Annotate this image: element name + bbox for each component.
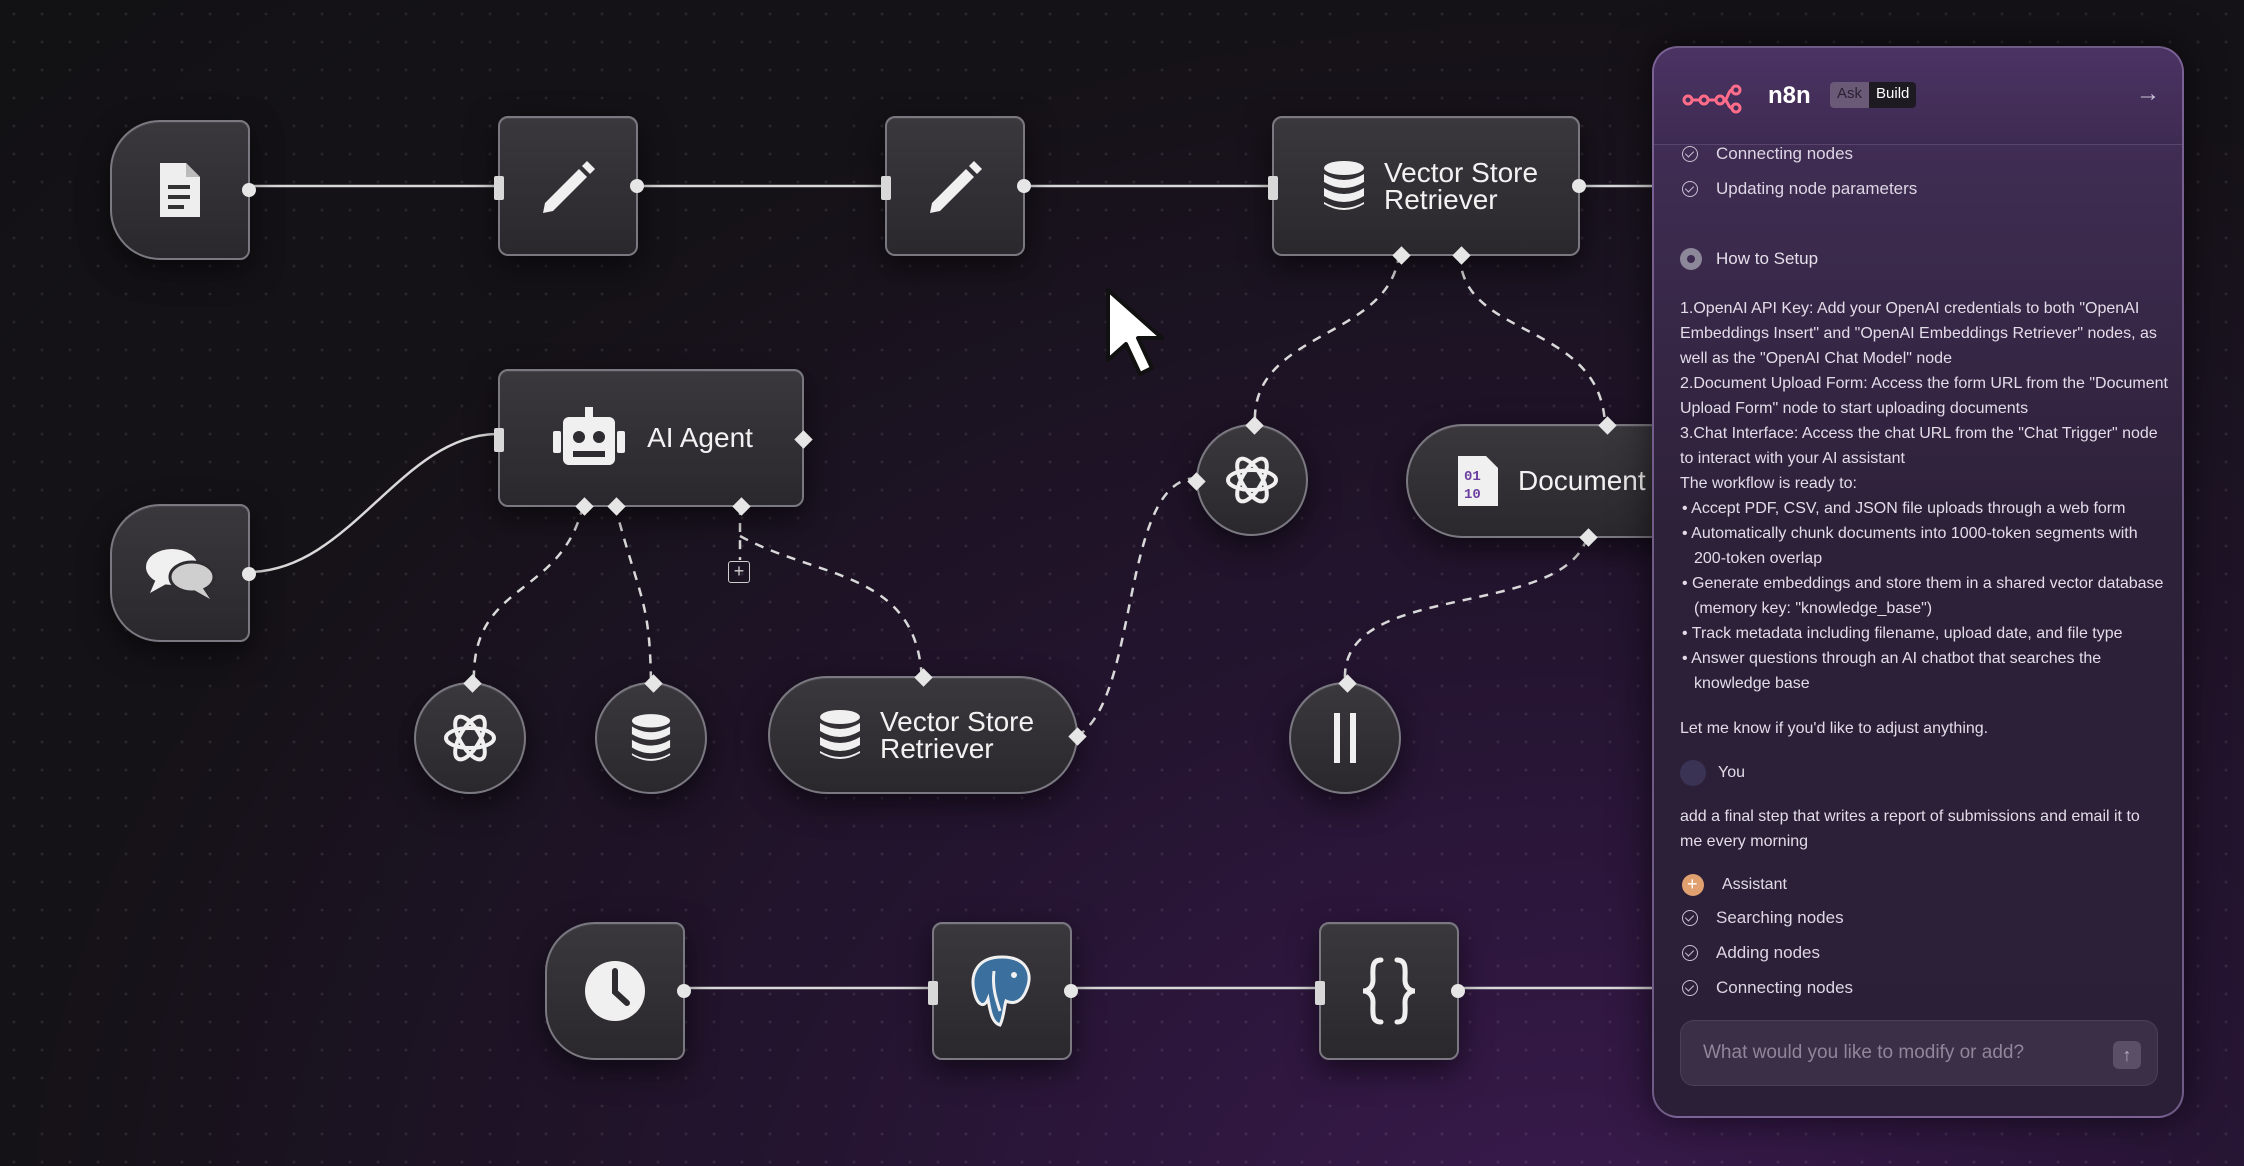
step-item: Adding nodes bbox=[1682, 943, 1820, 963]
openai-chat-model-node[interactable] bbox=[414, 674, 526, 794]
feature-bullet: • Automatically chunk documents into 100… bbox=[1682, 525, 2138, 567]
database-icon bbox=[1324, 161, 1364, 210]
arrow-right-icon[interactable]: → bbox=[2136, 80, 2160, 107]
step-label: Searching nodes bbox=[1716, 908, 1844, 927]
postgres-elephant-icon bbox=[971, 955, 1031, 1027]
edge-dashed bbox=[739, 534, 924, 685]
document-icon bbox=[160, 163, 200, 217]
setup-heading: How to Setup bbox=[1680, 248, 1818, 270]
check-circle-icon bbox=[1682, 146, 1698, 162]
step-label: Connecting nodes bbox=[1716, 978, 1854, 997]
node-label-line1: Vector Store bbox=[880, 706, 1035, 737]
step-label: Adding nodes bbox=[1716, 943, 1820, 962]
gear-icon bbox=[1680, 248, 1702, 270]
check-circle-icon bbox=[1682, 910, 1698, 926]
edge-dashed bbox=[613, 505, 653, 685]
user-name: You bbox=[1718, 764, 1745, 781]
step-item: Connecting nodes bbox=[1682, 144, 1853, 164]
setup-instructions: 1.OpenAI API Key: Add your OpenAI creden… bbox=[1680, 296, 2170, 696]
mouse-cursor-icon bbox=[1106, 288, 1164, 376]
setup-line: 2.Document Upload Form: Access the form … bbox=[1680, 375, 2168, 417]
setup-line: 3.Chat Interface: Access the chat URL fr… bbox=[1680, 425, 2158, 467]
assistant-name: Assistant bbox=[1722, 876, 1787, 893]
pause-node[interactable] bbox=[1289, 674, 1401, 794]
assistant-header: Assistant bbox=[1682, 874, 1787, 896]
chat-bubbles-icon bbox=[146, 549, 216, 599]
edit-fields-node-2[interactable] bbox=[881, 116, 1031, 256]
svg-text:01: 01 bbox=[1464, 469, 1481, 485]
edge-dashed bbox=[1458, 253, 1607, 425]
pencil-icon bbox=[930, 161, 982, 213]
ai-agent-node[interactable]: AI Agent bbox=[494, 369, 813, 516]
openai-model-node-top[interactable] bbox=[1187, 416, 1308, 536]
clock-icon bbox=[585, 961, 645, 1021]
step-item: Connecting nodes bbox=[1682, 978, 1853, 998]
mode-toggle[interactable]: Ask Build bbox=[1830, 82, 1917, 108]
code-node[interactable] bbox=[1315, 922, 1465, 1060]
openai-icon bbox=[444, 714, 496, 762]
database-icon bbox=[631, 714, 671, 761]
user-message-header: You bbox=[1680, 760, 1745, 786]
postgres-node[interactable] bbox=[928, 922, 1078, 1060]
pencil-icon bbox=[543, 161, 595, 213]
assistant-closing: Let me know if you'd like to adjust anyt… bbox=[1680, 720, 1989, 737]
node-label: Document L bbox=[1518, 465, 1669, 496]
check-circle-icon bbox=[1682, 181, 1698, 197]
setup-title: How to Setup bbox=[1716, 249, 1819, 268]
node-label-line2: Retriever bbox=[880, 733, 994, 764]
check-circle-icon bbox=[1682, 945, 1698, 961]
check-circle-icon bbox=[1682, 980, 1698, 996]
avatar bbox=[1680, 760, 1706, 786]
edge-dashed bbox=[472, 505, 585, 685]
svg-text:10: 10 bbox=[1464, 487, 1481, 503]
node-label-line1: Vector Store bbox=[1384, 157, 1539, 188]
schedule-trigger-node[interactable] bbox=[545, 922, 691, 1060]
panel-header: n8n Ask Build → bbox=[1654, 48, 2182, 145]
brand-name: n8n bbox=[1768, 82, 1811, 109]
code-braces-icon bbox=[1362, 957, 1416, 1025]
edit-fields-node-1[interactable] bbox=[494, 116, 644, 256]
assistant-avatar-icon bbox=[1682, 874, 1704, 896]
step-label: Updating node parameters bbox=[1716, 179, 1918, 198]
feature-bullet: • Track metadata including filename, upl… bbox=[1682, 625, 2123, 642]
step-item: Updating node parameters bbox=[1682, 179, 1917, 199]
edge-dashed bbox=[1076, 476, 1197, 738]
feature-bullet: • Accept PDF, CSV, and JSON file uploads… bbox=[1682, 500, 2126, 517]
step-label: Connecting nodes bbox=[1716, 144, 1854, 163]
n8n-logo-icon bbox=[1682, 84, 1742, 114]
setup-line: 1.OpenAI API Key: Add your OpenAI creden… bbox=[1680, 300, 2157, 367]
vector-store-retriever-node-top[interactable]: Vector Store Retriever bbox=[1268, 116, 1586, 265]
memory-store-node[interactable] bbox=[595, 674, 707, 794]
database-icon bbox=[820, 710, 860, 759]
setup-line: The workflow is ready to: bbox=[1680, 475, 1857, 492]
document-upload-trigger-node[interactable] bbox=[110, 120, 256, 260]
send-arrow-icon[interactable]: ↑ bbox=[2113, 1041, 2141, 1069]
add-tool-button[interactable]: + bbox=[728, 561, 750, 583]
edge-solid bbox=[247, 432, 497, 574]
user-message: add a final step that writes a report of… bbox=[1680, 808, 2140, 850]
mode-ask-button[interactable]: Ask bbox=[1830, 82, 1870, 108]
mode-build-button[interactable]: Build bbox=[1869, 82, 1917, 108]
edge-dashed bbox=[1343, 537, 1589, 681]
feature-bullet: • Generate embeddings and store them in … bbox=[1682, 575, 2164, 617]
vector-store-retriever-node-bottom[interactable]: Vector Store Retriever bbox=[768, 668, 1087, 794]
ai-assistant-panel: n8n Ask Build → Connecting nodes Updatin… bbox=[1652, 46, 2184, 1118]
node-label-line2: Retriever bbox=[1384, 184, 1498, 215]
robot-icon bbox=[553, 407, 626, 465]
step-item: Searching nodes bbox=[1682, 908, 1844, 928]
feature-bullet: • Answer questions through an AI chatbot… bbox=[1682, 650, 2102, 692]
edge-dashed bbox=[1253, 253, 1401, 425]
chat-input[interactable]: What would you like to modify or add? ↑ bbox=[1680, 1020, 2158, 1086]
node-label: AI Agent bbox=[647, 422, 753, 453]
chat-trigger-node[interactable] bbox=[110, 504, 256, 642]
pause-icon bbox=[1334, 713, 1356, 763]
chat-input-placeholder: What would you like to modify or add? bbox=[1703, 1042, 2025, 1063]
openai-icon bbox=[1226, 456, 1278, 504]
